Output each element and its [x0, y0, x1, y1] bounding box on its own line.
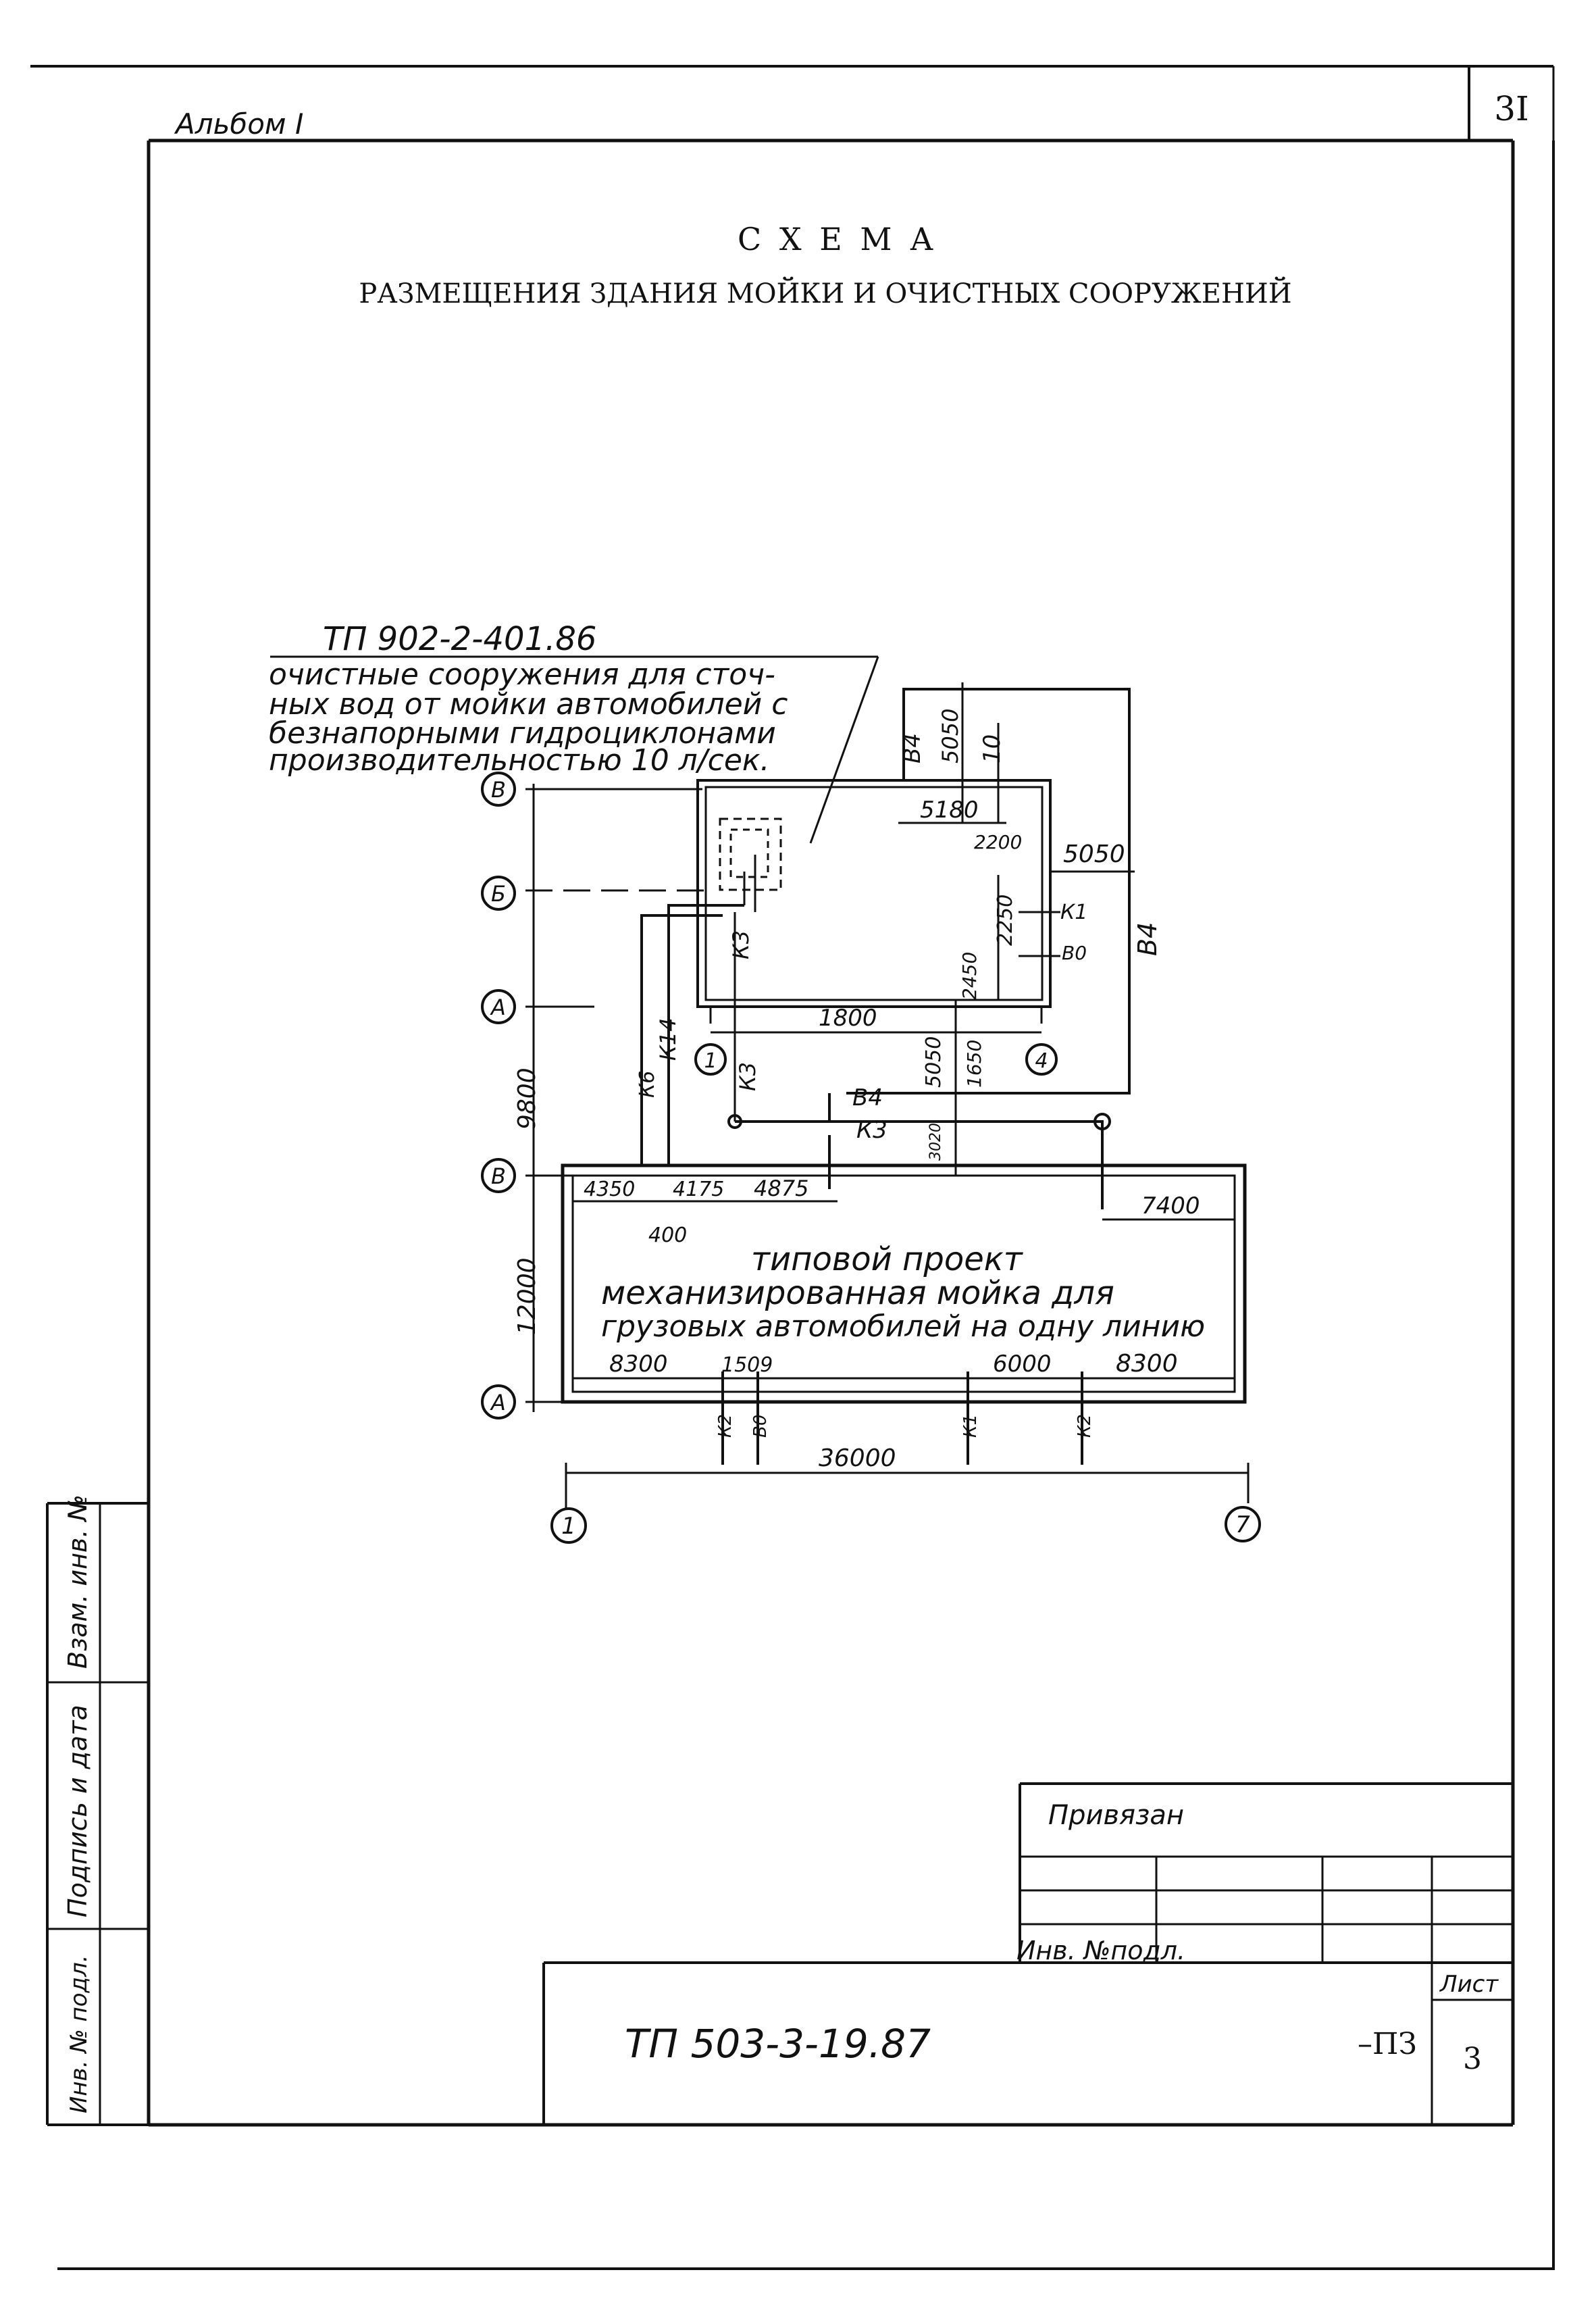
album-label: Альбом I	[174, 107, 303, 141]
dim-4350: 4350	[584, 1178, 635, 1201]
side-inv-podl: Инв. № подл.	[66, 1955, 93, 2113]
title-line1: С Х Е М А	[738, 221, 937, 257]
stamp-privyazan: Привязан	[1048, 1800, 1184, 1831]
axis-bubbles-left	[481, 772, 516, 1419]
pipe-k3-mid: К3	[856, 1117, 887, 1144]
dim-2450: 2450	[958, 952, 981, 1000]
axis-lower-a: А	[490, 1390, 506, 1415]
axis-bubbles-bottom	[550, 1043, 1261, 1544]
title-line2: РАЗМЕЩЕНИЯ ЗДАНИЯ МОЙКИ И ОЧИСТНЫХ СООРУ…	[359, 277, 1291, 309]
wash-line2: механизированная мойка для	[601, 1274, 1114, 1312]
pipe-k2-left: К2	[715, 1414, 736, 1438]
page-number: 3I	[1494, 89, 1529, 128]
dim-6000: 6000	[993, 1351, 1052, 1378]
dim-1650: 1650	[963, 1040, 985, 1088]
axis-bottom-7: 7	[1235, 1511, 1250, 1538]
treatment-line3: безнапорными гидроциклонами	[269, 716, 776, 751]
dim-4175: 4175	[673, 1178, 724, 1201]
pipe-k14: К14	[655, 1018, 681, 1061]
pipe-v10: 10	[979, 734, 1006, 763]
pipe-v0: В0	[1062, 942, 1087, 964]
pipe-v0-bottom: В0	[750, 1415, 771, 1438]
axis-upper-b: В	[491, 777, 506, 803]
pipe-k6: К6	[636, 1071, 659, 1098]
side-podpis: Подпись и дата	[63, 1705, 93, 1917]
treatment-note: ТП 902-2-401.86 очистные сооружения для …	[269, 620, 879, 844]
side-stamp	[46, 1502, 149, 2126]
treatment-line2: ных вод от мойки автомобилей с	[269, 687, 788, 722]
dim-2200: 2200	[974, 831, 1022, 853]
dim-5050-right: 5050	[1063, 840, 1125, 868]
pipe-v4-top: В4	[899, 733, 926, 763]
axis-b6: Б	[491, 881, 506, 907]
treatment-line1: очистные сооружения для сточ-	[269, 657, 775, 692]
dim-12000: 12000	[513, 1257, 541, 1335]
dim-1800: 1800	[819, 1005, 877, 1032]
dim-2250: 2250	[994, 895, 1017, 946]
title-block	[542, 1782, 1513, 2125]
dim-9800: 9800	[513, 1067, 541, 1130]
pipe-v4-mid: В4	[852, 1084, 883, 1111]
axis-lower-b: В	[491, 1163, 506, 1189]
pipe-k1-bottom: К1	[960, 1414, 981, 1438]
dim-4875: 4875	[754, 1176, 808, 1201]
sheet-frame	[30, 65, 1555, 2270]
pipe-k2-right: К2	[1075, 1414, 1095, 1438]
stamp-list-label: Лист	[1439, 1971, 1499, 1998]
pipe-k3-axis1: К3	[735, 1062, 761, 1091]
pipe-k3-inside: К3	[728, 930, 754, 959]
axis-bottom-1: 1	[561, 1513, 576, 1540]
dim-400: 400	[648, 1224, 687, 1247]
dim-36000: 36000	[819, 1444, 896, 1472]
treatment-code: ТП 902-2-401.86	[323, 620, 596, 658]
dim-5050-mid: 5050	[922, 1036, 946, 1088]
axis-small-1: 1	[704, 1049, 717, 1073]
treatment-line4: производительностью 10 л/сек.	[269, 743, 769, 778]
stamp-inv-podl: Инв. №подл.	[1016, 1936, 1185, 1965]
axis-small-4: 4	[1035, 1049, 1048, 1073]
dim-8300-right: 8300	[1116, 1350, 1178, 1378]
treatment-building	[696, 779, 1052, 1008]
wash-line3: грузовых автомобилей на одну линию	[601, 1309, 1205, 1344]
side-vzam: Взам. инв. №	[63, 1494, 93, 1669]
pipe-v4-right: В4	[1133, 922, 1162, 956]
stamp-doc-code: ТП 503-3-19.87	[625, 2021, 931, 2067]
water-supply-v4	[846, 682, 1131, 1095]
wash-building	[561, 1163, 1247, 1404]
dim-3020: 3020	[927, 1123, 944, 1161]
dim-8300-left: 8300	[609, 1351, 668, 1378]
dim-5180: 5180	[920, 797, 979, 824]
stamp-section: –ПЗ	[1358, 2027, 1417, 2061]
dim-7400: 7400	[1141, 1192, 1200, 1219]
pipe-k1-upper: К1	[1060, 901, 1087, 924]
axis-upper-a: А	[490, 995, 506, 1020]
wash-line1: типовой проект	[751, 1240, 1024, 1278]
dim-5050-top: 5050	[937, 709, 963, 763]
dim-1509: 1509	[721, 1353, 773, 1377]
stamp-sheet-num: 3	[1463, 2042, 1482, 2076]
